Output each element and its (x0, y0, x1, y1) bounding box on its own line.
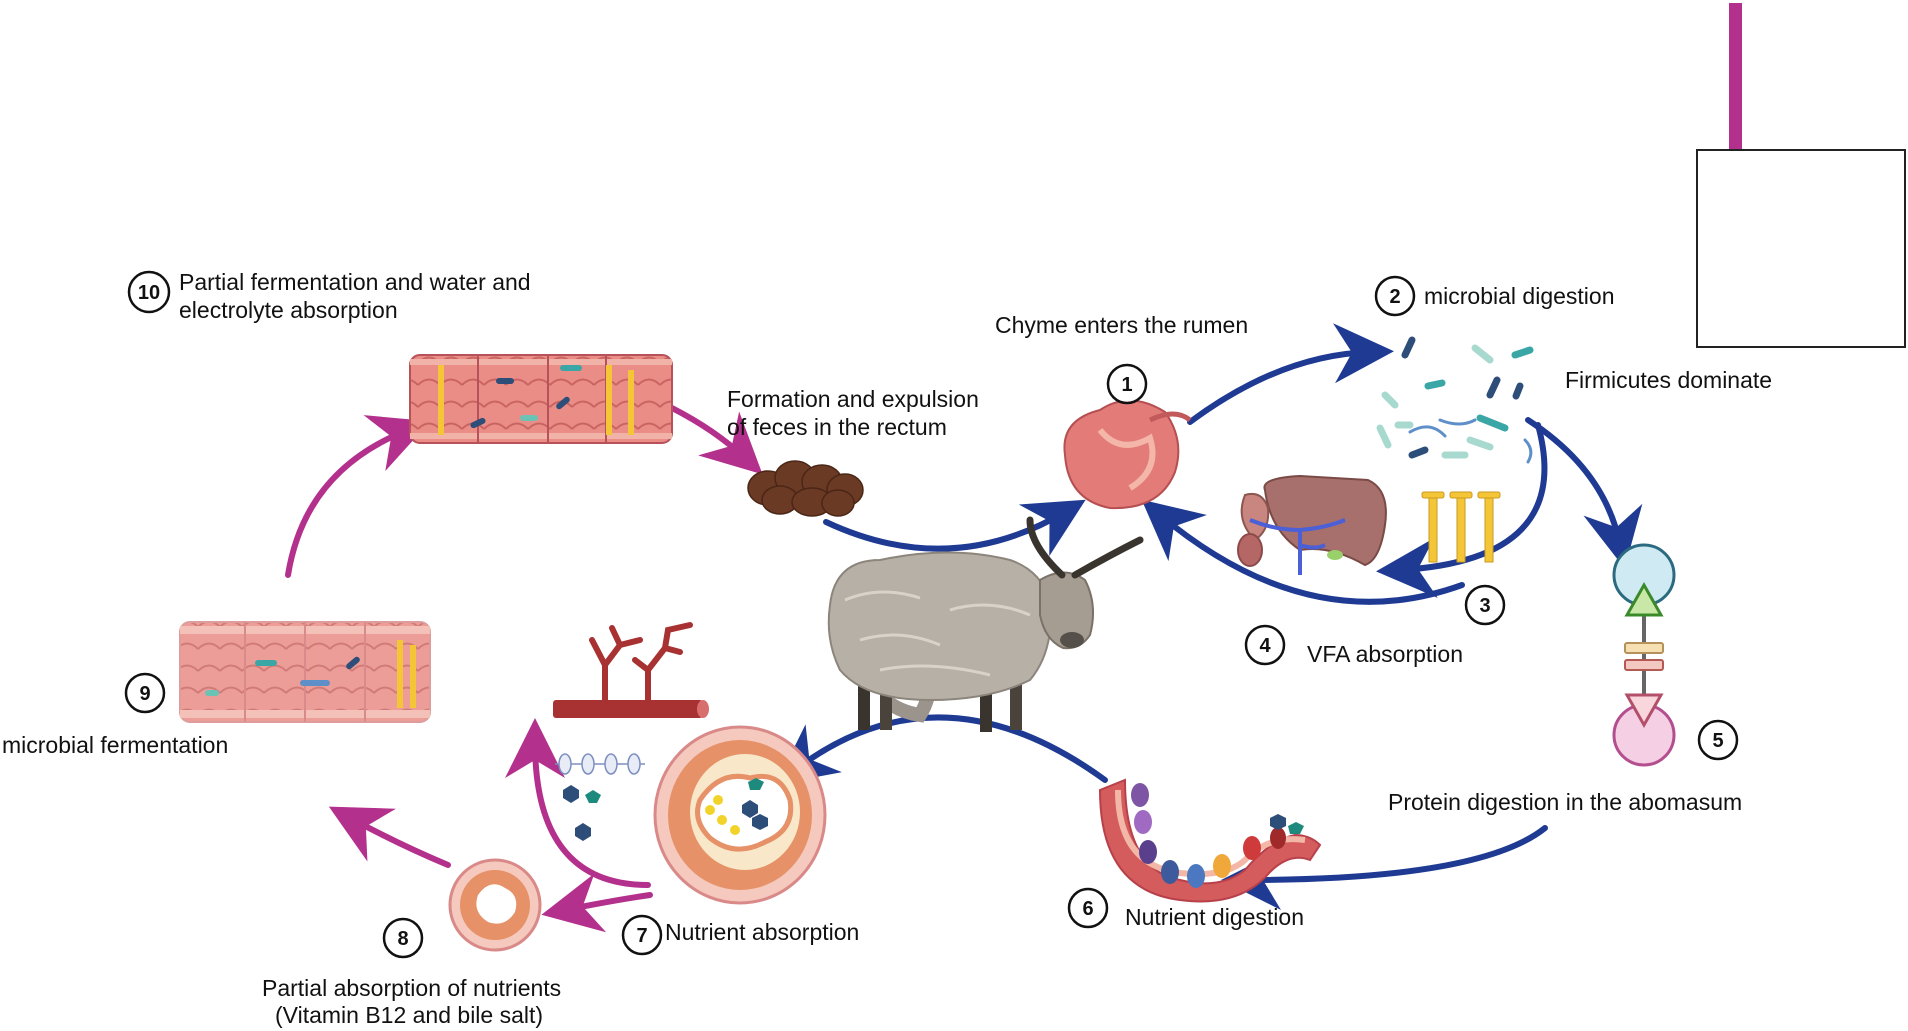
arrow-duodenum-to-small-intestine (775, 714, 1108, 785)
arrow-microbes-to-vfa (1376, 422, 1548, 598)
svg-text:5: 5 (1712, 730, 1723, 752)
svg-text:9: 9 (139, 683, 150, 705)
label-feces-line1: Formation and expulsion (727, 386, 979, 412)
arrow-vfa-to-rumen (1141, 499, 1465, 605)
protein-molecule-icon (1612, 543, 1676, 767)
svg-text:4: 4 (1259, 635, 1271, 657)
svg-text:3: 3 (1479, 595, 1490, 617)
cecum-segment-icon (179, 621, 431, 723)
step-marker-5: 5 (1697, 719, 1739, 761)
arrow-rumen-to-microbes (1187, 323, 1394, 425)
step-marker-7: 7 (621, 914, 663, 956)
svg-text:8: 8 (397, 928, 408, 950)
arrow-small-intestine-to-large (541, 873, 653, 933)
arrow-abomasum-to-duodenum (1221, 825, 1548, 910)
large-intestine-cross-section-icon (448, 858, 542, 952)
labels: Chyme enters the rumen microbial digesti… (2, 269, 1772, 1028)
svg-text:2: 2 (1389, 286, 1400, 308)
step-marker-6: 6 (1067, 887, 1109, 929)
arrow-colon-to-feces (669, 405, 763, 475)
label-feces-line2: of feces in the rectum (727, 414, 947, 440)
label-step-8-line1: Partial absorption of nutrients (262, 975, 561, 1001)
bacteria-icon (1376, 336, 1534, 464)
svg-text:6: 6 (1082, 898, 1093, 920)
label-step-6: Nutrient digestion (1125, 904, 1304, 930)
label-step-2: microbial digestion (1424, 283, 1614, 309)
label-step-10-line1: Partial fermentation and water and (179, 269, 531, 295)
arrow-large-to-cecum (328, 806, 451, 868)
intestine-villi-icon (1098, 778, 1322, 903)
label-step-5: Protein digestion in the abomasum (1388, 789, 1742, 815)
liver-kidney-icon (1237, 474, 1387, 575)
step-marker-9: 9 (124, 672, 166, 714)
arrow-microbes-to-abomasum (1525, 417, 1643, 569)
arrow-small-intestine-to-vessel (505, 718, 651, 888)
label-step-8-line2: (Vitamin B12 and bile salt) (275, 1002, 543, 1028)
step-marker-10: 10 (127, 270, 171, 314)
arrow-feces-to-rumen (823, 499, 1086, 557)
blue-arrows (775, 323, 1643, 910)
yak-image (827, 516, 1144, 732)
arrow-cecum-to-colon (285, 415, 431, 578)
step-marker-2: 2 (1374, 275, 1416, 317)
step-marker-1: 1 (1106, 363, 1148, 405)
svg-text:7: 7 (636, 925, 647, 947)
svg-text:10: 10 (138, 282, 160, 304)
rumen-icon (1063, 399, 1192, 510)
colon-segment-icon (409, 354, 673, 444)
blood-vessel-icon (553, 622, 709, 841)
vfa-bars-icon (1421, 491, 1501, 563)
step-markers: 1 2 3 4 5 6 7 8 9 10 (124, 270, 1739, 959)
step-marker-4: 4 (1244, 624, 1286, 666)
step-marker-3: 3 (1464, 584, 1506, 626)
small-intestine-cross-section-icon (653, 725, 827, 905)
label-step-7: Nutrient absorption (665, 919, 859, 945)
step-marker-8: 8 (382, 917, 424, 959)
label-step-10-line2: electrolyte absorption (179, 297, 398, 323)
label-step-4: VFA absorption (1307, 641, 1463, 667)
svg-text:1: 1 (1121, 374, 1132, 396)
magenta-arrows (285, 405, 763, 933)
corner-box (1696, 3, 1906, 348)
label-firmicutes: Firmicutes dominate (1565, 367, 1772, 393)
feces-icon (747, 460, 864, 517)
label-step-1: Chyme enters the rumen (995, 312, 1248, 338)
label-step-9: microbial fermentation (2, 732, 228, 758)
